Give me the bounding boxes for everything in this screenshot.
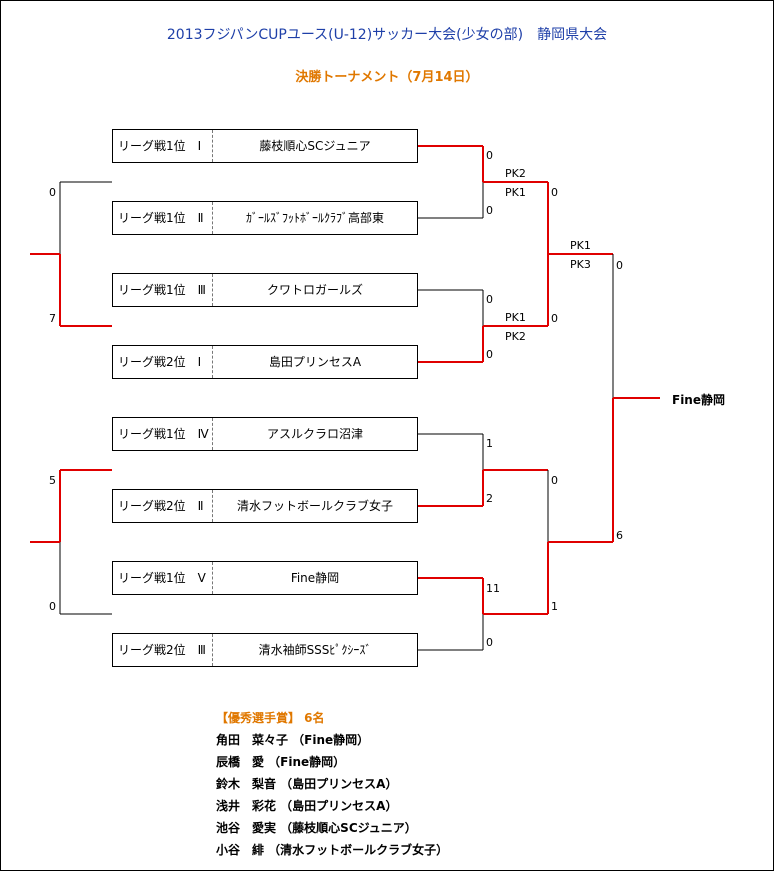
score: 0 [49, 186, 56, 199]
team-name: クワトロガールズ [266, 283, 363, 297]
score: 2 [486, 492, 493, 505]
team-box: リーグ戦2位 Ⅱ 清水フットボールクラブ女子 [112, 489, 418, 523]
team-box: リーグ戦1位 Ⅴ Fine静岡 [112, 561, 418, 595]
page-subtitle: 決勝トーナメント（7月14日） [295, 70, 479, 85]
team-name: 清水フットボールクラブ女子 [236, 499, 393, 513]
team-name: アスルクラロ沼津 [266, 427, 363, 441]
award-player: 浅井 彩花 （島田プリンセスA） [216, 799, 398, 813]
team-box: リーグ戦1位 Ⅳ アスルクラロ沼津 [112, 417, 418, 451]
score: 0 [551, 312, 558, 325]
team-seed: リーグ戦1位 Ⅳ [113, 418, 213, 450]
champion-label: Fine静岡 [672, 393, 725, 407]
pk-score: PK1 [505, 311, 526, 324]
team-box: リーグ戦2位 Ⅰ 島田プリンセスA [112, 345, 418, 379]
team-name: Fine静岡 [290, 571, 340, 585]
awards-heading: 【優秀選手賞】 6名 [216, 711, 325, 725]
team-seed: リーグ戦2位 Ⅰ [113, 346, 213, 378]
team-seed: リーグ戦1位 Ⅲ [113, 274, 213, 306]
score: 0 [486, 149, 493, 162]
score: 7 [49, 312, 56, 325]
team-name: ｶﾞｰﾙｽﾞﾌｯﾄﾎﾞｰﾙｸﾗﾌﾞ高部東 [245, 211, 384, 225]
score: 1 [551, 600, 558, 613]
team-name: 島田プリンセスA [268, 355, 362, 369]
score: 0 [551, 186, 558, 199]
pk-score: PK2 [505, 167, 526, 180]
team-box: リーグ戦2位 Ⅲ 清水袖師SSSﾋﾟｸｼｰｽﾞ [112, 633, 418, 667]
page-title: 2013フジパンCUPユース(U-12)サッカー大会(少女の部) 静岡県大会 [166, 27, 608, 43]
pk-score: PK3 [570, 258, 591, 271]
score: 0 [49, 600, 56, 613]
pk-score: PK1 [505, 186, 526, 199]
team-box: リーグ戦1位 Ⅰ 藤枝順心SCジュニア [112, 129, 418, 163]
award-player: 辰橋 愛 （Fine静岡） [216, 755, 346, 769]
score: 5 [49, 474, 56, 487]
team-box: リーグ戦1位 Ⅱ ｶﾞｰﾙｽﾞﾌｯﾄﾎﾞｰﾙｸﾗﾌﾞ高部東 [112, 201, 418, 235]
score: 11 [486, 582, 500, 595]
team-seed: リーグ戦1位 Ⅱ [113, 202, 213, 234]
score: 0 [486, 636, 493, 649]
score: 0 [486, 204, 493, 217]
score: 0 [486, 293, 493, 306]
team-name: 藤枝順心SCジュニア [259, 139, 371, 153]
award-player: 鈴木 梨音 （島田プリンセスA） [216, 777, 398, 791]
pk-score: PK1 [570, 239, 591, 252]
team-seed: リーグ戦2位 Ⅱ [113, 490, 213, 522]
team-seed: リーグ戦2位 Ⅲ [113, 634, 213, 666]
team-name: 清水袖師SSSﾋﾟｸｼｰｽﾞ [258, 643, 372, 657]
score: 0 [616, 259, 623, 272]
award-player: 角田 菜々子 （Fine静岡） [216, 733, 370, 747]
score: 0 [551, 474, 558, 487]
pk-score: PK2 [505, 330, 526, 343]
score: 0 [486, 348, 493, 361]
team-seed: リーグ戦1位 Ⅰ [113, 130, 213, 162]
award-player: 池谷 愛実 （藤枝順心SCジュニア） [216, 821, 417, 835]
score: 6 [616, 529, 623, 542]
score: 1 [486, 437, 493, 450]
award-player: 小谷 緋 （清水フットボールクラブ女子） [216, 843, 449, 857]
team-seed: リーグ戦1位 Ⅴ [113, 562, 213, 594]
team-box: リーグ戦1位 Ⅲ クワトロガールズ [112, 273, 418, 307]
